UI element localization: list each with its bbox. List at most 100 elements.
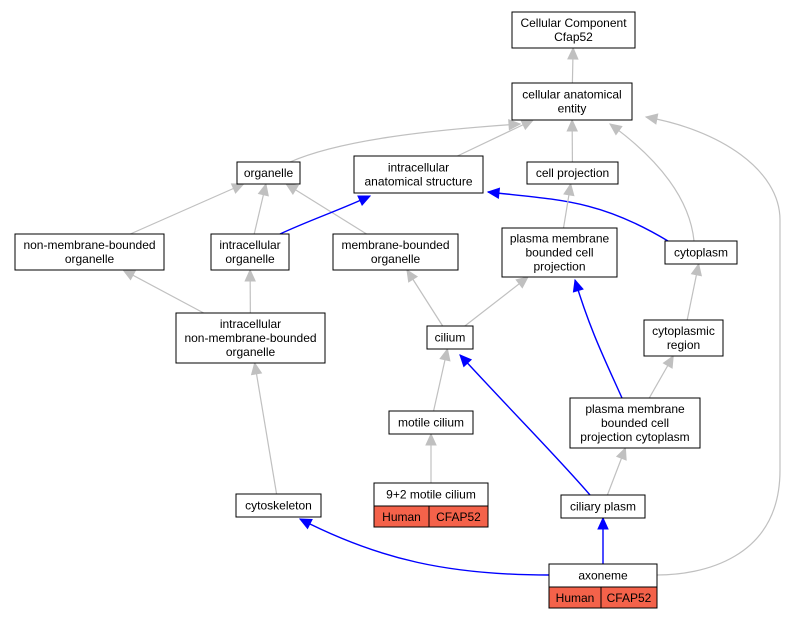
node-label: organelle [65, 252, 115, 266]
node-box [501, 227, 618, 278]
edge-motile-cilium-to-cilium [432, 347, 451, 412]
node-label: anatomical structure [364, 175, 472, 189]
node-box [569, 397, 701, 449]
edge-motile-cilium-9-2-to-motile-cilium [425, 432, 437, 483]
node-box [236, 161, 301, 185]
edge-axoneme-to-ciliary-plasm [597, 516, 609, 564]
arrowhead [566, 118, 578, 132]
node-label: organelle [226, 345, 276, 359]
arrowhead [122, 269, 137, 281]
node-label: cytoplasm [674, 246, 728, 260]
node-label: cilium [435, 331, 466, 345]
edge-cilium-to-plasma-membrane-bounded-cell-projection [464, 276, 529, 327]
node-label: entity [558, 102, 587, 116]
edge-pm-bounded-cell-projection-cytoplasm-to-cytoplasmic-region [648, 354, 674, 399]
arrowhead [257, 182, 269, 197]
arrowhead [285, 183, 299, 195]
edge-line [289, 123, 521, 163]
node-box [526, 161, 619, 185]
edge-ciliary-plasm-to-cilium [459, 354, 591, 496]
node-box [175, 312, 326, 364]
arrowhead [230, 183, 245, 194]
node-label: organelle [371, 252, 421, 266]
arrowhead [357, 195, 372, 207]
edge-intracellular-non-membrane-bounded-organelle-to-intracellular-organelle [244, 268, 256, 314]
arrowhead [515, 276, 529, 289]
node-box [14, 233, 165, 271]
node-box [353, 155, 484, 194]
node-box [426, 325, 474, 350]
gene-label: CFAP52 [436, 510, 481, 524]
gene-label: CFAP52 [607, 591, 652, 605]
node-label: Cellular Component [520, 16, 627, 30]
edge-line [609, 123, 695, 242]
node-label: projection cytoplasm [580, 430, 689, 444]
edge-line [122, 269, 204, 314]
arrowhead [567, 46, 579, 60]
gene-annotation: Human CFAP52 [373, 505, 489, 528]
node-label: organelle [244, 166, 294, 180]
species-label: Human [382, 510, 421, 524]
node-box [560, 494, 646, 519]
node-label: non-membrane-bounded [23, 238, 155, 252]
arrowhead [406, 268, 419, 283]
edge-pm-bounded-cell-projection-cytoplasm-to-plasma-membrane-bounded-cell-projection [572, 278, 623, 399]
node-box [210, 233, 290, 271]
node-motile-cilium[interactable]: motile cilium [388, 410, 474, 435]
node-label: cellular anatomical [522, 88, 621, 102]
node-label: cell projection [536, 166, 609, 180]
edge-non-membrane-bounded-organelle-to-organelle [130, 183, 245, 235]
node-box [643, 319, 724, 357]
node-cytoplasm[interactable]: cytoplasm [664, 240, 738, 265]
edge-line [459, 354, 591, 496]
edge-membrane-bounded-organelle-to-organelle [285, 183, 367, 235]
arrowhead [597, 516, 609, 530]
arrowhead [486, 187, 501, 199]
arrowhead [439, 347, 451, 362]
edge-cytoplasm-to-intracellular-anatomical-structure [486, 187, 669, 242]
arrowhead [250, 361, 263, 376]
node-label: Cfap52 [554, 30, 593, 44]
node-cytoskeleton[interactable]: cytoskeleton [235, 493, 322, 518]
edges-layer [122, 46, 781, 576]
node-label: axoneme [578, 569, 628, 583]
arrowhead [244, 268, 256, 282]
node-box [511, 11, 636, 49]
node-label: bounded cell [525, 246, 593, 260]
node-label: cytoplasmic [652, 324, 715, 338]
node-intracellular-non-membrane-bounded-organelle[interactable]: intracellularnon-membrane-boundedorganel… [175, 312, 326, 364]
gene-cell [428, 505, 489, 528]
edge-line [130, 183, 244, 235]
arrowhead [508, 119, 522, 131]
node-label: intracellular [388, 161, 449, 175]
node-label: intracellular [219, 238, 280, 252]
node-cell-projection[interactable]: cell projection [526, 161, 619, 185]
node-label: bounded cell [601, 416, 669, 430]
node-organelle[interactable]: organelle [236, 161, 301, 185]
arrowhead [662, 354, 674, 369]
node-box [235, 493, 322, 518]
node-cilium[interactable]: cilium [426, 325, 474, 350]
node-label: motile cilium [398, 416, 464, 430]
node-ciliary-plasm[interactable]: ciliary plasm [560, 494, 646, 519]
edge-line [299, 518, 550, 576]
edge-cell-projection-to-cellular-anatomical-entity [566, 118, 578, 163]
edge-intracellular-organelle-to-intracellular-anatomical-structure [279, 195, 372, 235]
node-label: membrane-bounded [341, 238, 449, 252]
edge-cellular-anatomical-entity-to-cellular-component [567, 46, 579, 84]
edge-cytoplasmic-region-to-cytoplasm [686, 262, 702, 321]
node-label: plasma membrane [585, 402, 685, 416]
edge-ciliary-plasm-to-pm-bounded-cell-projection-cytoplasm [606, 446, 627, 496]
